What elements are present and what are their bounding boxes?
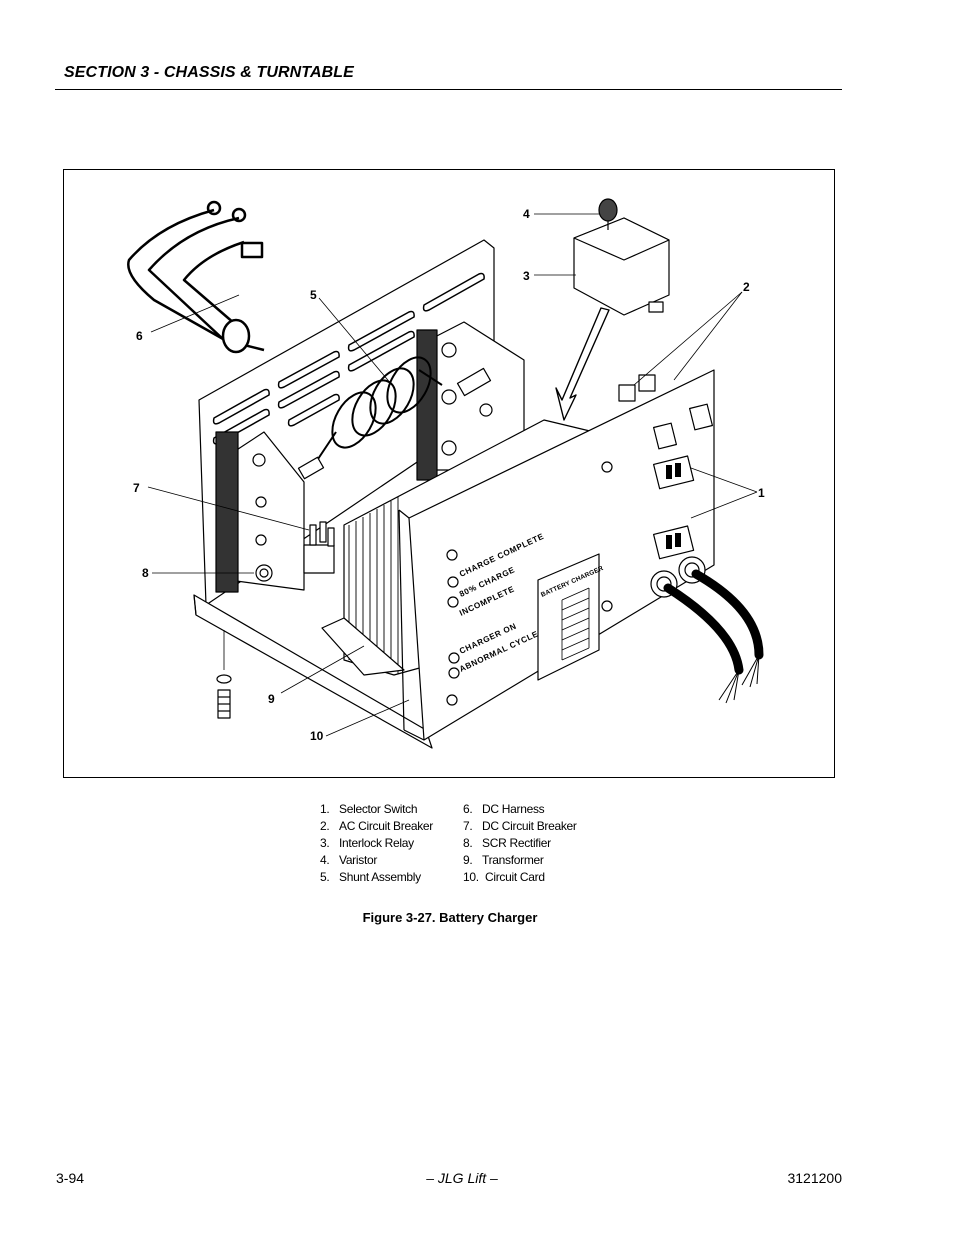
callout-9: 9 [268,692,275,706]
front-panel [408,369,715,741]
callout-7: 7 [133,481,140,495]
legend-item: 4.Varistor [320,853,378,867]
battery-charger-illustration: 1 2 3 4 5 6 7 8 9 10 CHARGE COMPLETE 80%… [127,198,765,749]
callout-1: 1 [758,486,765,500]
callout-5: 5 [310,288,317,302]
legend-item: 5.Shunt Assembly [320,870,421,884]
callout-10: 10 [310,729,324,743]
legend-item: 6.DC Harness [463,802,545,816]
legend-item: 10.Circuit Card [463,870,545,884]
publisher: – JLG Lift – [426,1170,498,1186]
dc-breaker [303,521,335,574]
callout-6: 6 [136,329,143,343]
legend-left: 1.Selector Switch 2.AC Circuit Breaker 3… [320,801,433,886]
figure-frame: 1 2 3 4 5 6 7 8 9 10 CHARGE COMPLETE 80%… [63,169,835,778]
interlock-relay [573,217,670,316]
assembly-arrow [555,307,610,421]
selector-switches [653,403,713,560]
figure-caption: Figure 3-27. Battery Charger [362,910,538,925]
legend-right: 6.DC Harness 7.DC Circuit Breaker 8.SCR … [463,801,577,886]
legend-item: 1.Selector Switch [320,802,418,816]
section-title: SECTION 3 - CHASSIS & TURNTABLE [64,64,354,81]
callout-4: 4 [523,207,530,221]
legend-item: 7.DC Circuit Breaker [463,819,577,833]
callout-3: 3 [523,269,530,283]
dc-harness [127,200,265,354]
header-rule [55,89,842,90]
indicator-lights [446,461,613,706]
legend-item: 8.SCR Rectifier [463,836,551,850]
legend-item: 9.Transformer [463,853,544,867]
callout-8: 8 [142,566,149,580]
page-number: 3-94 [56,1170,85,1186]
ac-cables [650,556,764,704]
vent-slots [212,272,485,445]
mounting-bolt [216,630,232,719]
leader-lines [147,213,758,737]
doc-number: 3121200 [787,1170,842,1186]
legend-item: 2.AC Circuit Breaker [320,819,433,833]
callout-2: 2 [743,280,750,294]
varistor [598,198,618,222]
legend-item: 3.Interlock Relay [320,836,414,850]
